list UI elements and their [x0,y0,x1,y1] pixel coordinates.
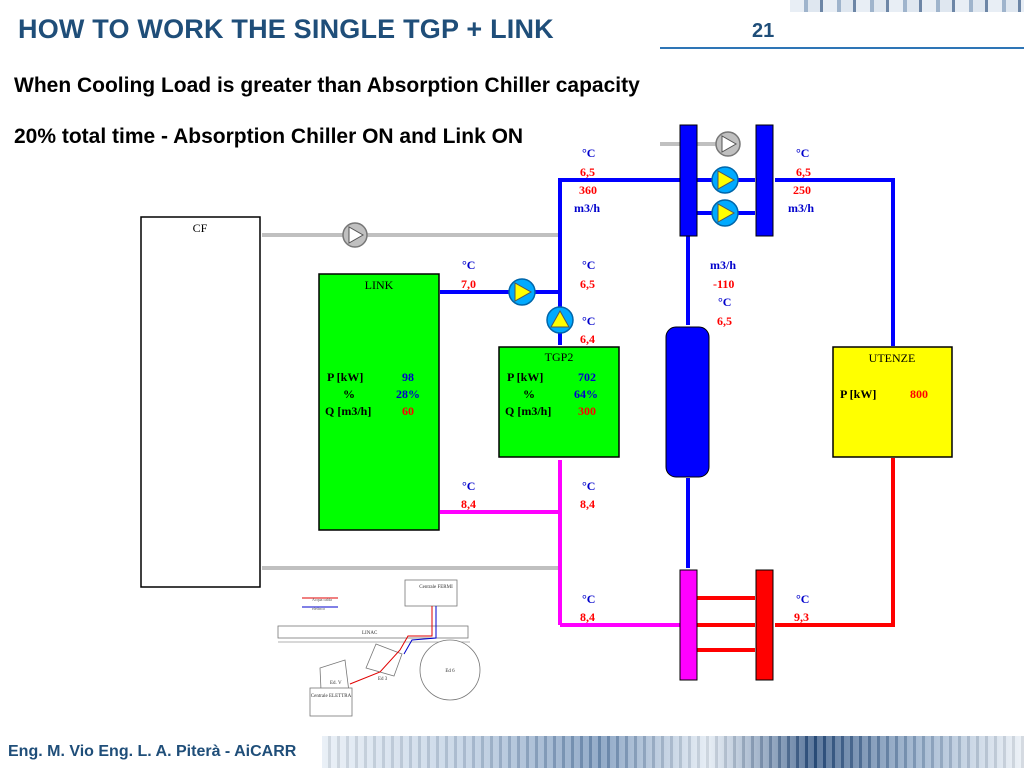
site-map: Centrale FERMI LINAC Ed 6 Ed 3 Ed. V Cen… [277,579,481,717]
cf-label: CF [193,221,208,235]
unit-celsius: °C [796,146,809,160]
site-label: Ed 6 [445,669,455,674]
link-flow-label: Q [m3/h] [325,404,371,418]
utenze-power-value: 800 [910,387,928,401]
tgp2-label: TGP2 [545,350,574,364]
reading-flow: -110 [713,277,734,291]
unit-celsius: °C [462,479,475,493]
unit-celsius: °C [796,592,809,606]
supply-header-left [679,124,698,237]
return-pipes [697,458,895,652]
site-legend: elettrico [312,606,325,611]
site-label: Ed 3 [378,677,388,682]
tgp2-block [498,346,620,458]
site-label: Centrale ELETTRA [311,694,352,699]
tgp2-flow-label: Q [m3/h] [505,404,551,418]
unit-celsius: °C [582,258,595,272]
tgp2-percent-value: 64% [574,387,598,401]
pump-icon [715,131,741,157]
utenze-block [832,346,953,458]
site-label: LINAC [362,631,378,636]
footer-authors: Eng. M. Vio Eng. L. A. Piterà - AiCARR [8,743,297,760]
unit-flow: m3/h [710,258,736,272]
warm-pipes [440,460,680,627]
reading-temp: 6,5 [580,277,595,291]
unit-celsius: °C [718,295,731,309]
unit-flow: m3/h [574,201,600,215]
site-legend: Acqua calda [312,597,332,602]
footer-decoration [322,736,1024,768]
pump-icon [711,199,739,227]
reading-temp: 7,0 [461,277,476,291]
unit-flow: m3/h [788,201,814,215]
link-block [318,273,440,531]
unit-celsius: °C [582,592,595,606]
reading-flow: 360 [579,183,597,197]
page-title: HOW TO WORK THE SINGLE TGP + LINK [18,14,554,44]
subtitle-operating-mode: 20% total time - Absorption Chiller ON a… [14,125,524,148]
reading-temp: 8,4 [580,497,595,511]
link-power-value: 98 [402,370,414,384]
link-flow-value: 60 [402,404,414,418]
link-power-label: P [kW] [327,370,363,384]
reading-temp: 9,3 [794,610,809,624]
pump-icon [546,306,574,334]
link-label: LINK [365,278,394,292]
title-divider [660,47,1024,49]
reading-temp: 6,5 [580,165,595,179]
reading-temp: 6,4 [580,332,595,346]
unit-celsius: °C [582,479,595,493]
page-number: 21 [752,20,775,42]
site-label: Ed. V [330,681,342,686]
tgp2-power-label: P [kW] [507,370,543,384]
reading-temp: 8,4 [580,610,595,624]
pump-icon [342,222,368,248]
link-percent-value: 28% [396,387,420,401]
return-header-right [755,569,774,681]
pump-icon [711,166,739,194]
site-label: Centrale FERMI [419,585,453,590]
utenze-power-label: P [kW] [840,387,876,401]
subtitle-condition: When Cooling Load is greater than Absorp… [14,74,640,97]
tgp2-flow-value: 300 [578,404,596,418]
storage-tank [665,326,710,478]
unit-celsius: °C [582,314,595,328]
reading-flow: 250 [793,183,811,197]
reading-temp: 6,5 [717,314,732,328]
reading-temp: 8,4 [461,497,476,511]
header-decoration [790,0,1024,12]
supply-header-right [755,124,774,237]
pump-icon [508,278,536,306]
link-percent-label: % [343,387,355,401]
tgp2-percent-label: % [523,387,535,401]
return-header-left [679,569,698,681]
reading-temp: 6,5 [796,165,811,179]
utenze-label: UTENZE [869,351,916,365]
cf-block [140,216,261,588]
tgp2-power-value: 702 [578,370,596,384]
unit-celsius: °C [582,146,595,160]
unit-celsius: °C [462,258,475,272]
